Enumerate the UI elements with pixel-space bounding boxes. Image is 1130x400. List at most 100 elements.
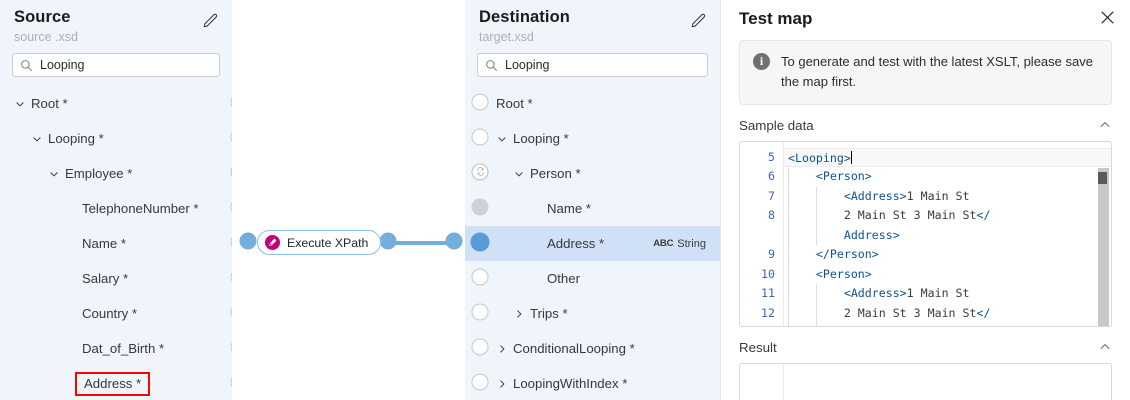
connector-node[interactable] xyxy=(471,303,489,320)
xpath-output-handle[interactable] xyxy=(379,232,397,250)
search-icon xyxy=(485,59,498,72)
code-line[interactable]: Address> xyxy=(784,225,1111,246)
execute-xpath-node[interactable]: Execute XPath xyxy=(257,230,382,255)
chevron-down-icon[interactable] xyxy=(31,133,43,145)
line-number: 5 xyxy=(768,149,775,164)
tree-row-root[interactable]: Root * xyxy=(0,86,232,121)
code-line[interactable]: <Person> xyxy=(784,167,1111,187)
indent-guide xyxy=(788,264,789,285)
tree-row-employee[interactable]: Employee * xyxy=(0,156,232,191)
code-line[interactable]: </Person> xyxy=(784,245,1111,265)
code-line[interactable]: <Person> xyxy=(784,264,1111,285)
tree-row-conditionallooping[interactable]: ConditionalLooping * xyxy=(465,331,720,366)
tree-row-label: Name * xyxy=(82,236,126,251)
pencil-icon[interactable] xyxy=(202,10,220,28)
source-search-box[interactable] xyxy=(12,53,220,77)
tree-row-loopingwithindex[interactable]: LoopingWithIndex * xyxy=(465,366,720,400)
line-number: 11 xyxy=(761,286,775,301)
tree-row-label: Name * xyxy=(547,201,591,216)
abc-string-icon: ABC xyxy=(653,238,674,249)
tree-row-root[interactable]: Root * xyxy=(465,86,720,121)
pencil-icon[interactable] xyxy=(690,10,708,28)
connector-node[interactable] xyxy=(471,93,489,110)
tree-row-name[interactable]: Name * xyxy=(0,226,232,261)
tree-row-address[interactable]: Address * xyxy=(0,366,232,400)
connector-node[interactable] xyxy=(471,128,489,145)
tree-row-dat-of-birth[interactable]: Dat_of_Birth * xyxy=(0,331,232,366)
connector-node[interactable] xyxy=(471,198,489,215)
data-type-label: String xyxy=(677,237,706,250)
tree-row-looping[interactable]: Looping * xyxy=(465,121,720,156)
tree-row-label: Looping * xyxy=(48,131,104,146)
tree-spacer xyxy=(530,203,542,215)
chevron-down-icon[interactable] xyxy=(48,168,60,180)
chevron-right-icon[interactable] xyxy=(496,378,508,390)
indent-guide xyxy=(816,206,817,226)
destination-search-box[interactable] xyxy=(477,53,708,77)
sample-data-editor[interactable]: 5678910111213 <Looping> <Person> <Addres… xyxy=(739,140,1112,327)
code-line[interactable]: 2 Main St 3 Main St</ xyxy=(784,206,1111,226)
chevron-down-icon[interactable] xyxy=(14,98,26,110)
chevron-up-icon[interactable] xyxy=(1098,340,1112,354)
tree-row-salary[interactable]: Salary * xyxy=(0,261,232,296)
tree-spacer xyxy=(65,238,77,250)
editor-scrollbar-thumb[interactable] xyxy=(1098,171,1107,184)
connector-node[interactable] xyxy=(470,232,490,251)
result-code-area[interactable] xyxy=(784,364,1111,400)
result-editor[interactable] xyxy=(739,362,1112,400)
result-section-header[interactable]: Result xyxy=(739,340,1112,355)
editor-code-area[interactable]: <Looping> <Person> <Address>1 Main St 2 … xyxy=(784,142,1111,326)
tree-row-label: LoopingWithIndex * xyxy=(513,376,628,391)
chevron-right-icon[interactable] xyxy=(496,343,508,355)
destination-search-input[interactable] xyxy=(505,54,700,76)
tree-row-label: Root * xyxy=(496,96,533,111)
line-number: 6 xyxy=(768,169,775,184)
tree-row-name[interactable]: Name * xyxy=(465,191,720,226)
code-line[interactable]: 2 Main St 3 Main St</ xyxy=(784,303,1111,324)
tree-row-trips[interactable]: Trips * xyxy=(465,296,720,331)
chevron-up-icon[interactable] xyxy=(1098,118,1112,132)
tree-row-other[interactable]: Other xyxy=(465,261,720,296)
code-token xyxy=(788,247,816,261)
tree-row-label: Address * xyxy=(547,236,605,251)
tree-spacer xyxy=(530,238,542,250)
sample-data-section-header[interactable]: Sample data xyxy=(739,118,1112,133)
tree-spacer xyxy=(65,273,77,285)
line-number: 8 xyxy=(768,208,775,223)
chevron-down-icon[interactable] xyxy=(496,133,508,145)
code-line[interactable]: <Looping> xyxy=(784,147,1111,168)
tree-row-country[interactable]: Country * xyxy=(0,296,232,331)
source-schema-panel: Source source .xsd Root *Looping *Employ… xyxy=(0,0,232,400)
destination-file-name: target.xsd xyxy=(479,30,534,44)
code-line[interactable]: <Address>1 Main St xyxy=(784,284,1111,304)
close-icon[interactable] xyxy=(1099,9,1116,26)
chevron-right-icon[interactable] xyxy=(513,308,525,320)
code-line[interactable]: Address> xyxy=(784,323,1111,326)
code-token: </ xyxy=(976,305,991,320)
source-schema-tree: Root * Looping * Employee *TelephoneNumber… xyxy=(0,86,232,400)
connector-node[interactable] xyxy=(471,373,489,390)
tree-row-person[interactable]: Person * xyxy=(465,156,720,191)
code-token: <Person> xyxy=(815,266,872,281)
tree-row-telephonenumber[interactable]: TelephoneNumber * xyxy=(0,191,232,226)
source-panel-title: Source xyxy=(14,8,71,26)
loop-connector-node[interactable] xyxy=(471,163,489,180)
tree-spacer xyxy=(65,308,77,320)
code-token: <Person> xyxy=(815,169,872,184)
source-search-input[interactable] xyxy=(40,54,212,76)
info-icon: i xyxy=(753,53,770,70)
map-canvas[interactable]: Execute XPath xyxy=(232,0,465,400)
tree-row-looping[interactable]: Looping * xyxy=(0,121,232,156)
destination-input-handle[interactable] xyxy=(445,232,463,250)
xpath-input-handle[interactable] xyxy=(239,232,257,250)
connector-node[interactable] xyxy=(471,268,489,285)
editor-scrollbar[interactable] xyxy=(1098,167,1109,326)
chevron-down-icon[interactable] xyxy=(513,168,525,180)
line-number: 7 xyxy=(768,188,775,203)
code-token: <Address> xyxy=(843,286,907,301)
connector-node[interactable] xyxy=(471,338,489,355)
destination-panel-header: Destination target.xsd xyxy=(465,0,720,44)
code-line[interactable]: <Address>1 Main St xyxy=(784,186,1111,207)
